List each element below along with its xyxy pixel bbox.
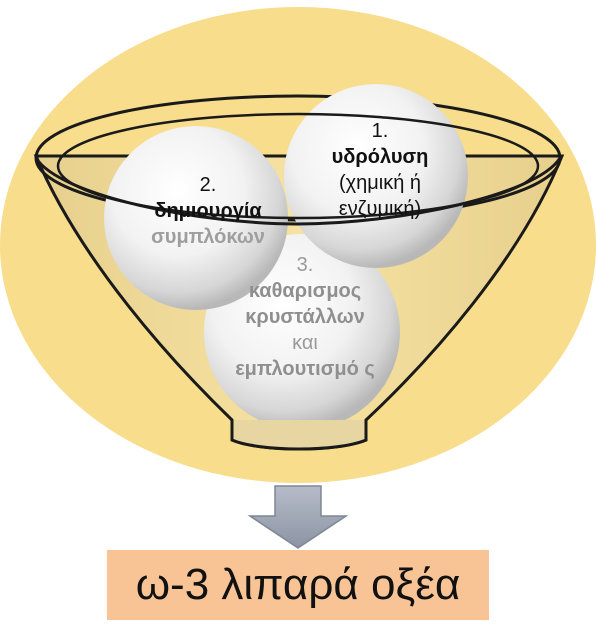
step-2-ball (104, 126, 288, 310)
down-arrow-icon (247, 485, 349, 549)
step-2-title: δημιουργία (154, 200, 262, 222)
funnel-spout (230, 420, 368, 451)
step-3-title2: εμπλουτισμό ς (235, 358, 375, 380)
step-2-detail: συμπλόκων (151, 226, 265, 248)
step-1-label: 1. υδρόλυση (χημική ή ενζυμική) (300, 118, 460, 222)
step-1-number: 1. (371, 120, 389, 142)
step-3-label: 3. καθαρισμος κρυστάλλων και εμπλουτισμό… (212, 252, 398, 382)
step-1-title: υδρόλυση (331, 146, 429, 168)
funnel-rim-inner (56, 112, 540, 220)
result-box: ω-3 λιπαρά οξέα (107, 550, 489, 620)
step-2-number: 2. (199, 174, 217, 196)
step-1-detail: (χημική ή ενζυμική) (338, 172, 422, 220)
step-3-number: 3. (296, 254, 314, 276)
step-3-title: καθαρισμος κρυστάλλων (245, 280, 365, 328)
step-2-label: 2. δημιουργία συμπλόκων (118, 172, 298, 250)
result-label: ω-3 λιπαρά οξέα (135, 560, 461, 609)
step-3-conjunction: και (292, 332, 318, 354)
